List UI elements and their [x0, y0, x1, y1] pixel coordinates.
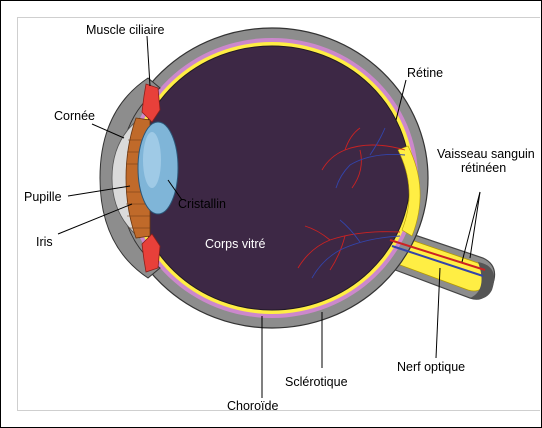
label-vaisseau-line2: rétinéen	[461, 161, 506, 175]
label-choroide: Choroïde	[227, 399, 278, 413]
label-sclerotique: Sclérotique	[285, 375, 348, 389]
label-nerf-optique: Nerf optique	[397, 360, 465, 374]
label-iris: Iris	[36, 235, 53, 249]
lens-highlight	[143, 132, 161, 188]
label-cristallin: Cristallin	[178, 197, 226, 211]
label-cornee: Cornée	[54, 109, 95, 123]
label-pupille: Pupille	[24, 190, 62, 204]
label-muscle-ciliaire: Muscle ciliaire	[86, 23, 165, 37]
label-retine: Rétine	[407, 66, 443, 80]
label-corps-vitre: Corps vitré	[205, 237, 265, 251]
label-vaisseau-line1: Vaisseau sanguin	[437, 147, 535, 161]
